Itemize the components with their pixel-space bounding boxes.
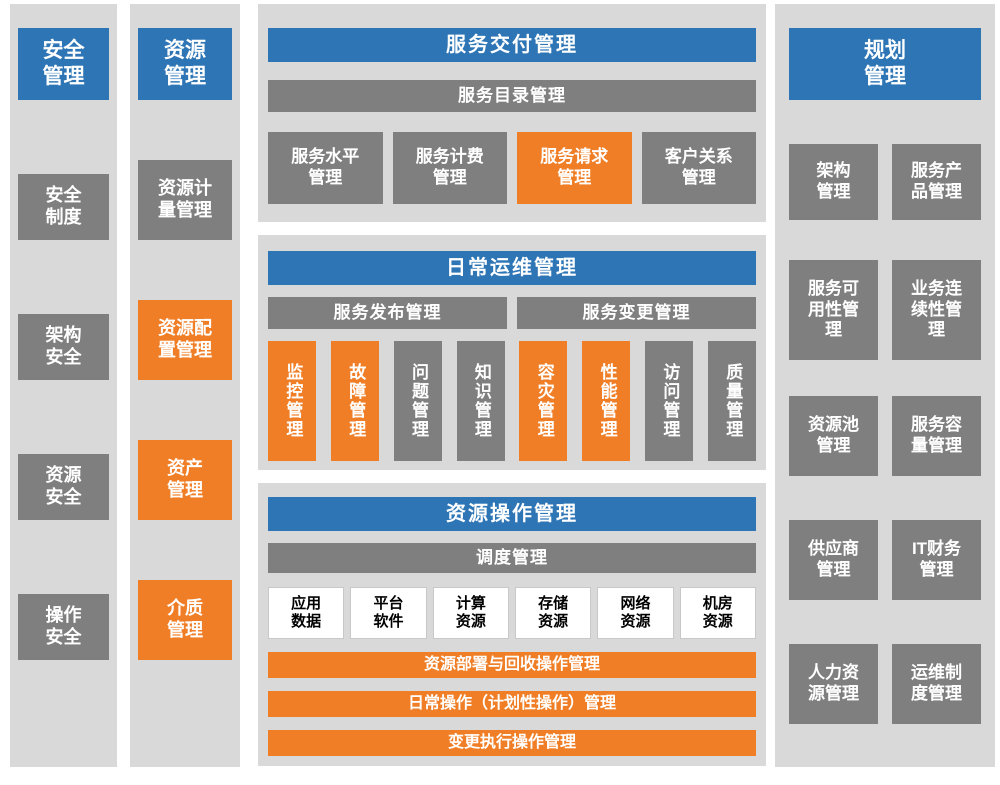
architecture-mgmt-box: 架构 管理 — [789, 144, 878, 220]
service-delivery-title: 服务交付管理 — [268, 28, 756, 62]
service-availability-box: 服务可 用性管 理 — [789, 260, 878, 360]
resource-item-media: 介质 管理 — [138, 580, 232, 660]
change-execution-bar: 变更执行操作管理 — [268, 730, 756, 756]
security-item-architecture: 架构 安全 — [18, 314, 109, 380]
center-column: 服务交付管理 服务目录管理 服务水平 管理 服务计费 管理 服务请求 管理 客户… — [258, 4, 766, 766]
planning-header: 规划 管理 — [789, 28, 981, 100]
planning-row: 供应商 管理 IT财务 管理 — [789, 520, 981, 600]
disaster-recovery-label: 容灾管理 — [534, 363, 554, 439]
supplier-mgmt-box: 供应商 管理 — [789, 520, 878, 600]
network-resource-box: 网络 资源 — [597, 587, 674, 639]
resource-item-configuration: 资源配 置管理 — [138, 300, 232, 380]
access-label: 访问管理 — [660, 363, 680, 439]
incident-label: 故障管理 — [346, 363, 366, 439]
resource-item-asset: 资产 管理 — [138, 440, 232, 520]
customer-relation-box: 客户关系 管理 — [641, 132, 756, 204]
resource-pool-box: 资源池 管理 — [789, 396, 878, 476]
scheduling-bar: 调度管理 — [268, 543, 756, 573]
daily-ops-subrow: 服务发布管理 服务变更管理 — [268, 297, 756, 329]
quality-box: 质量管理 — [707, 341, 756, 461]
storage-resource-box: 存储 资源 — [514, 587, 592, 639]
datacenter-resource-box: 机房 资源 — [679, 587, 756, 639]
resource-types-row: 应用 数据 平台 软件 计算 资源 存储 资源 网络 资源 机房 资源 — [268, 587, 756, 639]
monitoring-box: 监控管理 — [268, 341, 316, 461]
service-catalog-bar: 服务目录管理 — [268, 80, 756, 112]
planning-row: 架构 管理 服务产 品管理 — [789, 144, 981, 220]
resource-header: 资源 管理 — [138, 28, 232, 100]
performance-label: 性能管理 — [597, 363, 617, 439]
monitoring-label: 监控管理 — [283, 363, 303, 439]
service-request-box: 服务请求 管理 — [517, 132, 632, 204]
service-change-bar: 服务变更管理 — [517, 297, 756, 329]
planning-column: 规划 管理 架构 管理 服务产 品管理 服务可 用性管 理 业务连 续性管 理 … — [775, 4, 995, 767]
hr-mgmt-box: 人力资 源管理 — [789, 644, 878, 724]
security-item-resource: 资源 安全 — [18, 454, 109, 520]
service-delivery-panel: 服务交付管理 服务目录管理 服务水平 管理 服务计费 管理 服务请求 管理 客户… — [258, 4, 766, 222]
access-box: 访问管理 — [645, 341, 694, 461]
resource-item-metering: 资源计 量管理 — [138, 160, 232, 240]
resource-column: 资源 管理 资源计 量管理 资源配 置管理 资产 管理 介质 管理 — [130, 4, 240, 767]
problem-box: 问题管理 — [393, 341, 442, 461]
planning-row: 服务可 用性管 理 业务连 续性管 理 — [789, 260, 981, 360]
service-capacity-box: 服务容 量管理 — [892, 396, 981, 476]
disaster-recovery-box: 容灾管理 — [519, 341, 568, 461]
app-data-box: 应用 数据 — [268, 587, 345, 639]
it-finance-box: IT财务 管理 — [892, 520, 981, 600]
performance-box: 性能管理 — [582, 341, 631, 461]
knowledge-box: 知识管理 — [456, 341, 505, 461]
platform-software-box: 平台 软件 — [350, 587, 427, 639]
daily-ops-title: 日常运维管理 — [268, 251, 756, 285]
security-item-rules: 安全 制度 — [18, 174, 109, 240]
service-billing-box: 服务计费 管理 — [392, 132, 507, 204]
service-level-box: 服务水平 管理 — [268, 132, 383, 204]
security-item-operation: 操作 安全 — [18, 594, 109, 660]
resource-ops-title: 资源操作管理 — [268, 497, 756, 531]
quality-label: 质量管理 — [723, 363, 743, 439]
business-continuity-box: 业务连 续性管 理 — [892, 260, 981, 360]
daily-ops-row: 监控管理 故障管理 问题管理 知识管理 容灾管理 性能管理 访问管理 质量管理 — [268, 341, 756, 461]
deploy-recycle-bar: 资源部署与回收操作管理 — [268, 652, 756, 678]
security-header: 安全 管理 — [18, 28, 109, 100]
problem-label: 问题管理 — [409, 363, 429, 439]
compute-resource-box: 计算 资源 — [432, 587, 509, 639]
resource-ops-panel: 资源操作管理 调度管理 应用 数据 平台 软件 计算 资源 存储 资源 网络 资… — [258, 483, 766, 766]
service-product-box: 服务产 品管理 — [892, 144, 981, 220]
planned-operation-bar: 日常操作（计划性操作）管理 — [268, 691, 756, 717]
service-release-bar: 服务发布管理 — [268, 297, 507, 329]
service-delivery-row: 服务水平 管理 服务计费 管理 服务请求 管理 客户关系 管理 — [268, 132, 756, 204]
planning-row: 人力资 源管理 运维制 度管理 — [789, 644, 981, 724]
planning-row: 资源池 管理 服务容 量管理 — [789, 396, 981, 476]
daily-ops-panel: 日常运维管理 服务发布管理 服务变更管理 监控管理 故障管理 问题管理 知识管理… — [258, 235, 766, 470]
security-column: 安全 管理 安全 制度 架构 安全 资源 安全 操作 安全 — [10, 4, 117, 767]
incident-box: 故障管理 — [330, 341, 379, 461]
knowledge-label: 知识管理 — [471, 363, 491, 439]
ops-rules-box: 运维制 度管理 — [892, 644, 981, 724]
